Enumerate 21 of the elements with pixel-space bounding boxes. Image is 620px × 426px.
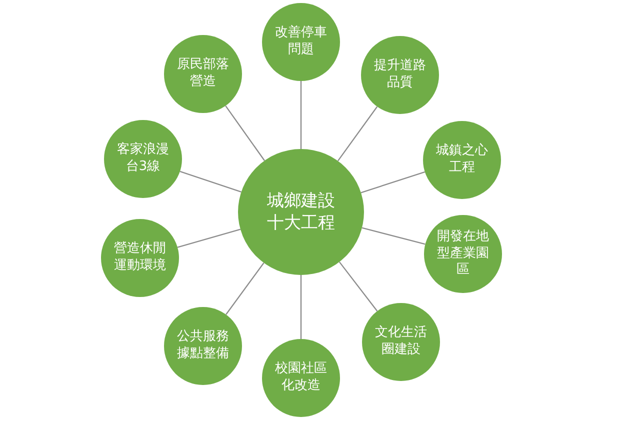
connector-line <box>338 262 378 312</box>
circle-label: 提升道路品質 <box>372 58 427 92</box>
circle-label: 校園社區化改造 <box>274 361 328 395</box>
connector-line <box>300 81 302 149</box>
circle-label: 城鄉建設十大工程 <box>266 190 336 234</box>
connector-line <box>180 170 242 193</box>
circle-label: 原民部落營造 <box>176 57 230 91</box>
connector-line <box>337 106 378 162</box>
circle-label: 開發在地型產業園區 <box>436 228 490 280</box>
connector-line <box>360 171 426 194</box>
circle-label: 公共服務據點整備 <box>176 329 230 363</box>
circle-label: 改善停車問題 <box>274 25 328 59</box>
connector-line <box>177 228 241 248</box>
circle-label: 客家浪漫台3線 <box>116 142 170 176</box>
connector-line <box>300 275 302 339</box>
connector-line <box>225 105 266 161</box>
circle-label: 文化生活圈建設 <box>374 325 428 359</box>
connector-line <box>226 262 264 315</box>
circle-label: 城鎮之心工程 <box>434 143 489 177</box>
circle-label: 營造休閒運動環境 <box>112 241 167 275</box>
connector-line <box>362 227 426 245</box>
